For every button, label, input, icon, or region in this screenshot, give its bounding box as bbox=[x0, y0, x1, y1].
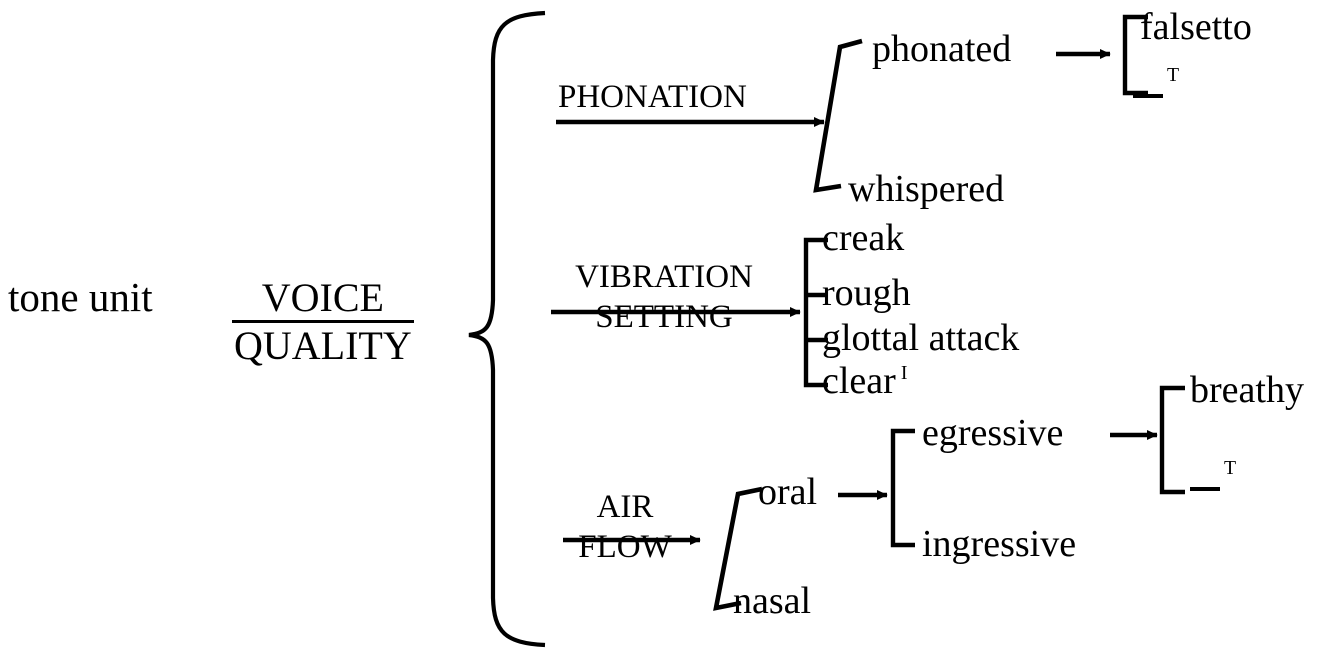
feature-egressive: egressive bbox=[922, 412, 1064, 454]
direction-bracket bbox=[890, 428, 915, 548]
feature-nasal: nasal bbox=[733, 580, 812, 622]
system-label-phonation: PHONATION bbox=[558, 80, 808, 117]
feature-non-falsetto: T bbox=[1133, 62, 1179, 100]
feature-whispered: whispered bbox=[848, 168, 1005, 210]
feature-breathy: breathy bbox=[1190, 369, 1304, 411]
feature-glottal-attack: glottal attack bbox=[822, 317, 1020, 359]
negation-dash-breathy bbox=[1190, 486, 1220, 491]
feature-phonated: phonated bbox=[872, 28, 1012, 70]
system-label-airflow-top: AIR bbox=[596, 489, 654, 525]
negation-dash-falsetto bbox=[1133, 93, 1163, 98]
feature-ingressive: ingressive bbox=[922, 523, 1077, 565]
system-label-airflow-bottom: FLOW bbox=[578, 528, 672, 565]
breathy-bracket bbox=[1159, 385, 1185, 495]
system-label-air-flow: AIR FLOW bbox=[560, 490, 690, 565]
root-system-name-top: VOICE bbox=[232, 277, 414, 323]
system-label-vibration-top: VIBRATION bbox=[575, 259, 753, 295]
marker-clear: I bbox=[900, 361, 908, 384]
entry-term: tone unit bbox=[8, 274, 153, 320]
root-system-name: VOICE QUALITY bbox=[232, 277, 414, 366]
marker-breathy: T bbox=[1224, 457, 1237, 480]
feature-creak: creak bbox=[822, 217, 905, 259]
feature-oral: oral bbox=[758, 471, 818, 513]
feature-rough: rough bbox=[822, 272, 911, 314]
feature-non-breathy: T bbox=[1190, 455, 1236, 493]
feature-falsetto: falsetto bbox=[1140, 6, 1252, 48]
marker-falsetto: T bbox=[1167, 64, 1180, 87]
system-label-vibration-bottom: SETTING bbox=[595, 298, 733, 335]
root-system-name-bottom: QUALITY bbox=[234, 322, 412, 368]
system-label-vibration-setting: VIBRATION SETTING bbox=[548, 260, 780, 335]
system-label-phonation-text: PHONATION bbox=[558, 79, 747, 115]
root-brace bbox=[468, 10, 546, 648]
